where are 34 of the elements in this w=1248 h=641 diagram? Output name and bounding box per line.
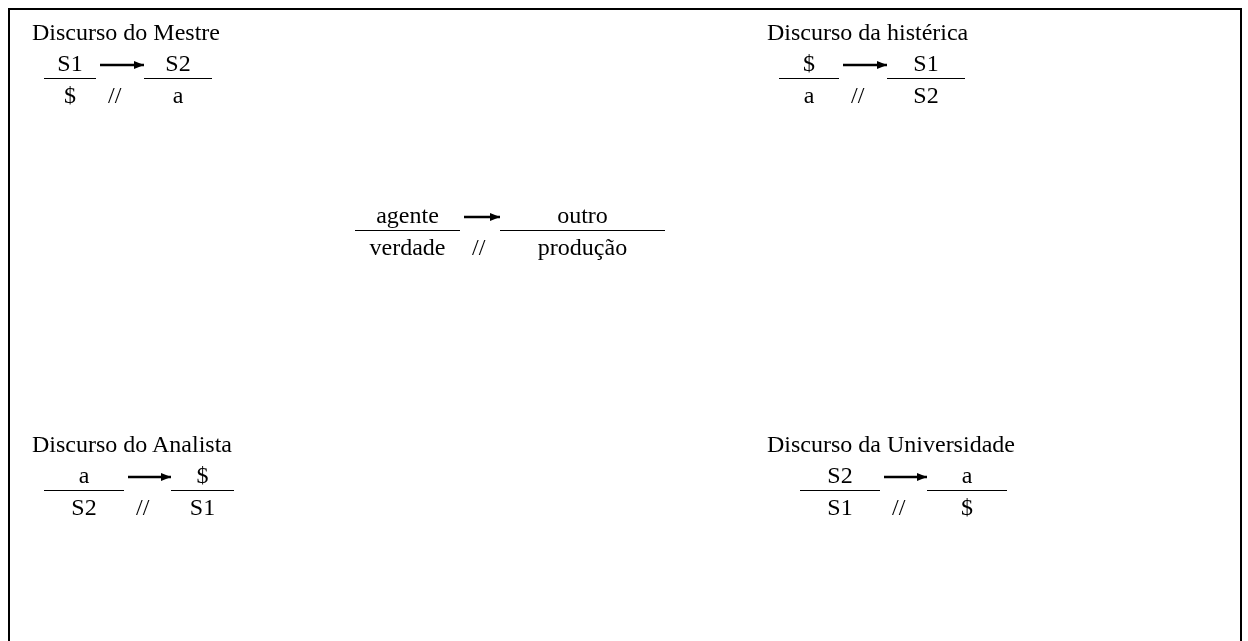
fraction-denominator: $ [63,81,77,109]
fraction-denominator: a [171,81,185,109]
fraction-denominator: S1 [826,493,854,521]
fraction-numerator: $ [171,460,234,491]
discourse-title: Discurso da histérica [767,18,969,46]
fraction-denominator: S1 [188,493,217,521]
fraction-numerator: S1 [44,48,96,79]
fraction-denominator: a [802,81,816,109]
fraction-numerator: a [44,460,124,491]
double-slash: // [136,493,150,521]
fraction-numerator: S1 [887,48,965,79]
fraction-numerator: outro [500,200,665,231]
discourse-title: Discurso do Analista [32,430,232,458]
fraction-numerator: S2 [800,460,880,491]
fraction-numerator: a [927,460,1007,491]
fraction-denominator: $ [960,493,974,521]
double-slash: // [472,233,486,261]
fraction-numerator: agente [355,200,460,231]
arrow [100,61,144,69]
fraction-denominator: S2 [912,81,940,109]
arrow [843,61,887,69]
double-slash: // [851,81,865,109]
arrow [464,213,500,221]
fraction-numerator: $ [779,48,839,79]
fraction-denominator: produção [536,233,629,261]
double-slash: // [108,81,122,109]
arrow [884,473,927,481]
discourse-title: Discurso da Universidade [767,430,1015,458]
discourse-title: Discurso do Mestre [32,18,220,46]
double-slash: // [892,493,906,521]
fraction-denominator: S2 [70,493,98,521]
fraction-denominator: verdade [368,233,447,261]
arrow [128,473,171,481]
fraction-numerator: S2 [144,48,212,79]
